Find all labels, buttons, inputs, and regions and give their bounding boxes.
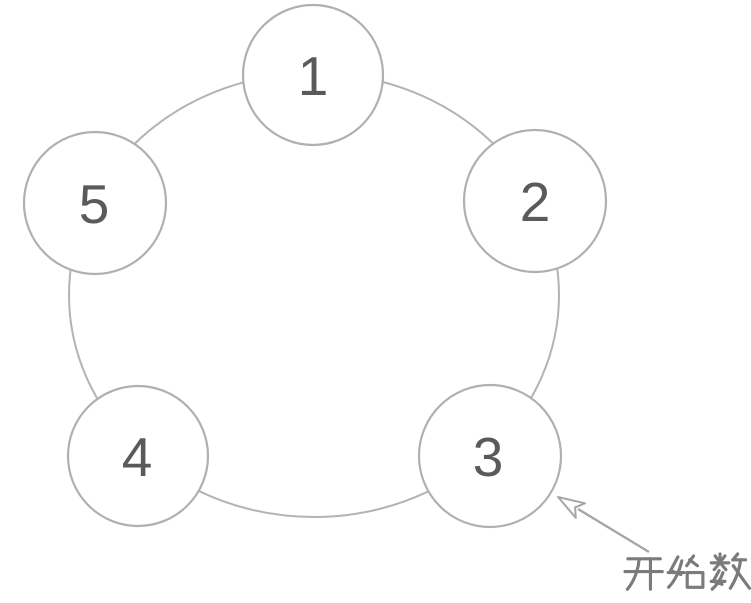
glyph-kai-stroke: [625, 557, 641, 591]
node-5: 5: [22, 130, 168, 276]
arrow-shaft: [577, 507, 650, 554]
glyph-shi-stroke: [685, 570, 705, 589]
node-2-circle: [462, 128, 608, 274]
glyph-shu-stroke: [731, 564, 751, 590]
node-4: 4: [66, 384, 210, 528]
node-3: 3: [417, 383, 563, 529]
node-4-circle: [66, 384, 210, 528]
node-5-label: 5: [79, 173, 110, 235]
node-5-circle: [22, 130, 168, 276]
node-3-label: 3: [473, 426, 504, 488]
glyph-shi-stroke: [688, 558, 700, 568]
node-2-label: 2: [520, 171, 551, 233]
glyph-shu-stroke: [720, 554, 727, 562]
node-2: 2: [462, 128, 608, 274]
glyph-shi-stroke: [667, 559, 684, 589]
arrow-head-icon: [557, 496, 586, 519]
node-1-label: 1: [298, 45, 329, 107]
node-3-circle: [417, 383, 563, 529]
glyph-shu-stroke: [718, 561, 728, 572]
start-annotation: [557, 496, 751, 591]
start-label: [623, 552, 751, 591]
node-1-circle: [241, 3, 385, 147]
node-4-label: 4: [122, 426, 153, 488]
node-1: 1: [241, 3, 385, 147]
glyph-shu-stroke: [713, 554, 720, 562]
